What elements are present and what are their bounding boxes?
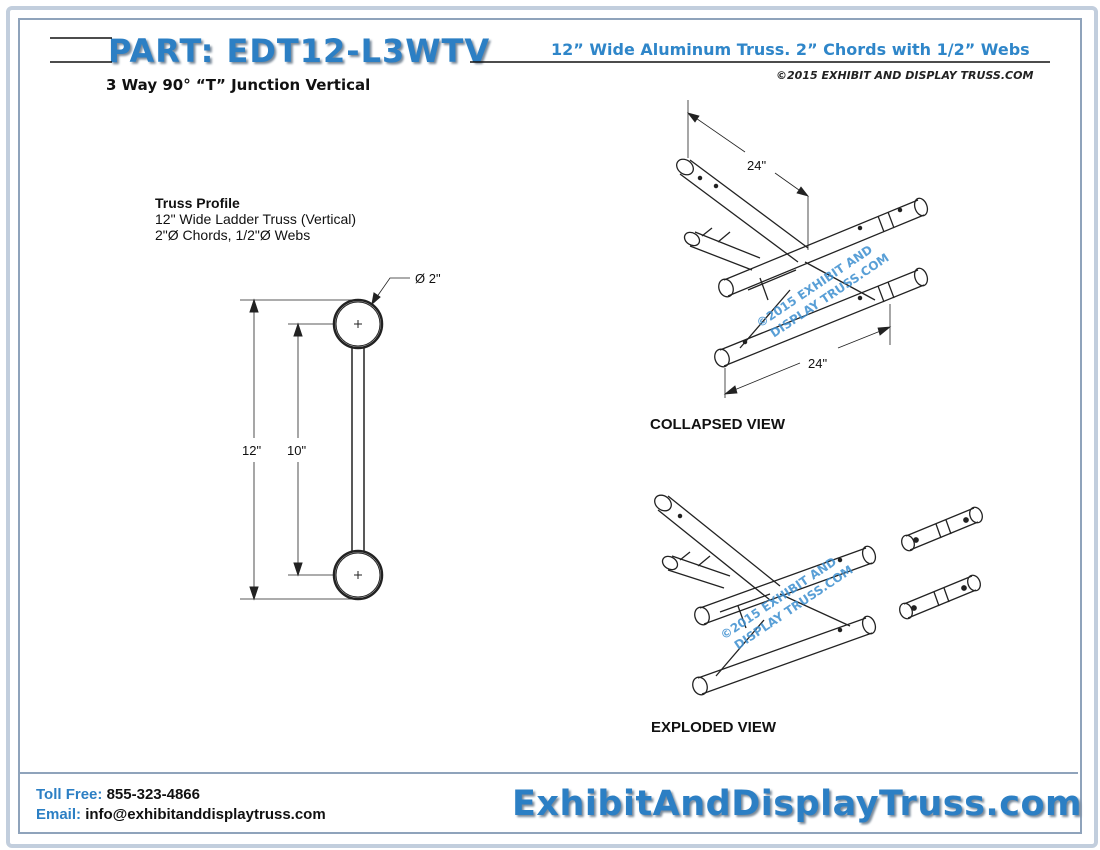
truss-profile-notes: Truss Profile 12" Wide Ladder Truss (Ver… <box>155 195 356 243</box>
inner-frame <box>18 18 1082 834</box>
collapsed-view-drawing <box>676 158 929 368</box>
email-label: Email: <box>36 806 82 823</box>
copyright-notice: ©2015 EXHIBIT AND DISPLAY TRUSS.COM <box>776 69 1034 82</box>
exploded-watermark: ©2015 EXHIBIT AND DISPLAY TRUSS.COM <box>718 554 856 652</box>
exploded-view-drawing <box>654 494 983 696</box>
truss-profile-heading: Truss Profile <box>155 195 240 211</box>
email-address-link[interactable]: info@exhibitanddisplaytruss.com <box>85 806 326 823</box>
collapsed-view-label: COLLAPSED VIEW <box>650 416 786 433</box>
inner-height-dimension-label: 10" <box>287 443 306 458</box>
toll-free-label: Toll Free: <box>36 786 103 803</box>
collapsed-watermark: ©2015 EXHIBIT AND DISPLAY TRUSS.COM <box>754 242 892 341</box>
svg-text:DISPLAY TRUSS.COM: DISPLAY TRUSS.COM <box>768 251 892 341</box>
toll-free-contact: Toll Free: 855-323-4866 <box>36 786 200 803</box>
collapsed-top-dimension: 24" <box>747 158 766 173</box>
collapsed-view-dimensions <box>686 100 892 398</box>
exploded-view-label: EXPLODED VIEW <box>651 719 777 736</box>
email-contact: Email: info@exhibitanddisplaytruss.com <box>36 806 326 823</box>
truss-profile-diagram <box>240 277 410 601</box>
diameter-dimension-label: Ø 2" <box>415 271 441 286</box>
truss-profile-line-1: 12" Wide Ladder Truss (Vertical) <box>155 211 357 227</box>
part-number-title: PART: EDT12-L3WTV <box>108 32 491 70</box>
website-link[interactable]: ExhibitAndDisplayTruss.com <box>512 784 1082 824</box>
collapsed-bottom-dimension: 24" <box>808 356 827 371</box>
outer-frame <box>6 6 1098 848</box>
overall-height-dimension-label: 12" <box>242 443 261 458</box>
svg-text:©2015 EXHIBIT AND: ©2015 EXHIBIT AND <box>718 554 839 642</box>
toll-free-number[interactable]: 855-323-4866 <box>106 786 200 803</box>
truss-profile-line-2: 2"Ø Chords, 1/2"Ø Webs <box>155 227 311 243</box>
svg-text:©2015 EXHIBIT AND: ©2015 EXHIBIT AND <box>754 242 875 330</box>
footer-divider <box>20 772 1078 774</box>
header-rules <box>50 37 1050 63</box>
product-tagline: 12” Wide Aluminum Truss. 2” Chords with … <box>551 40 1030 59</box>
part-description: 3 Way 90° “T” Junction Vertical <box>106 76 371 94</box>
